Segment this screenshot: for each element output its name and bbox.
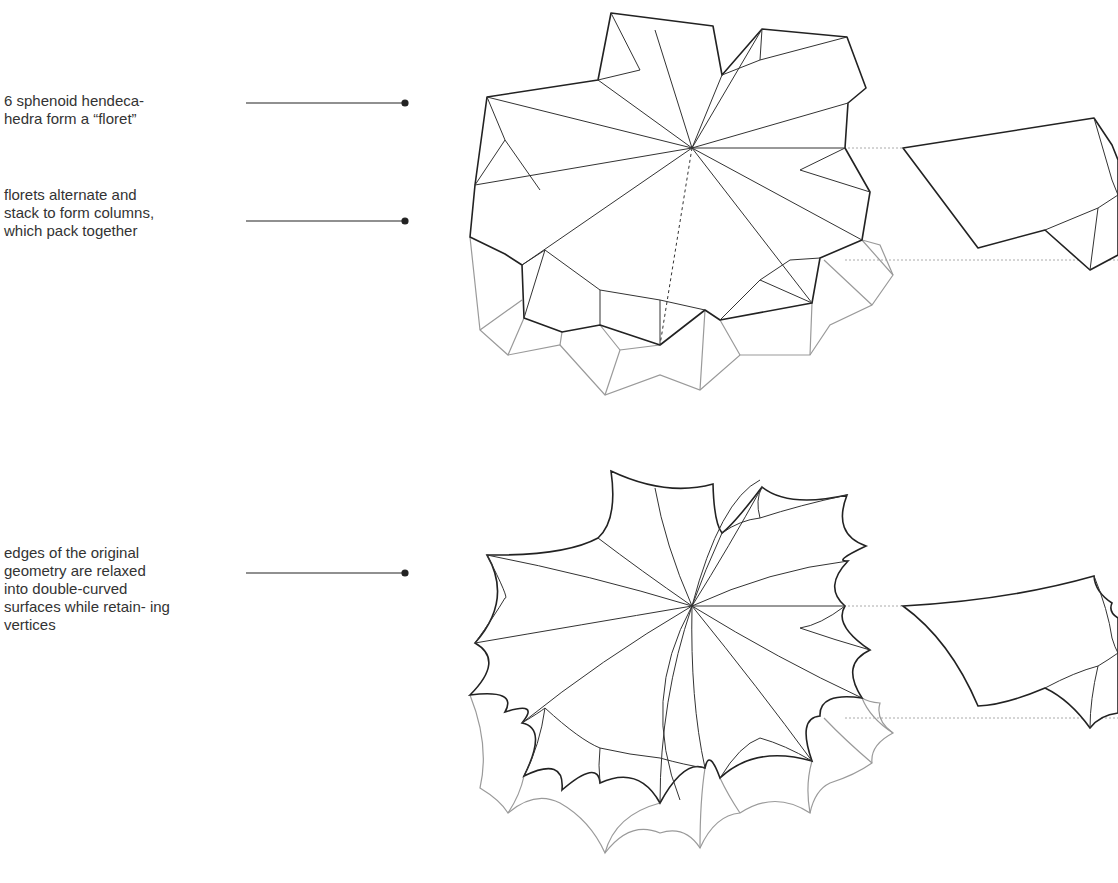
relaxed-hendecahedron xyxy=(903,576,1118,728)
hendecahedron-edges xyxy=(1045,118,1118,270)
callout-note: edges of the original geometry are relax… xyxy=(4,544,172,634)
floret-edges xyxy=(475,13,870,345)
callout-note: florets alternate and stack to form colu… xyxy=(4,186,172,240)
relaxed-hendecahedron-edges xyxy=(1045,576,1118,728)
relaxed-floret xyxy=(470,471,870,803)
floret xyxy=(470,13,870,345)
relaxed-floret-edges xyxy=(475,480,870,803)
callout-note: 6 sphenoid hendeca- hedra form a “floret… xyxy=(4,92,172,128)
hendecahedron xyxy=(903,118,1118,270)
leader-lines xyxy=(246,100,408,576)
